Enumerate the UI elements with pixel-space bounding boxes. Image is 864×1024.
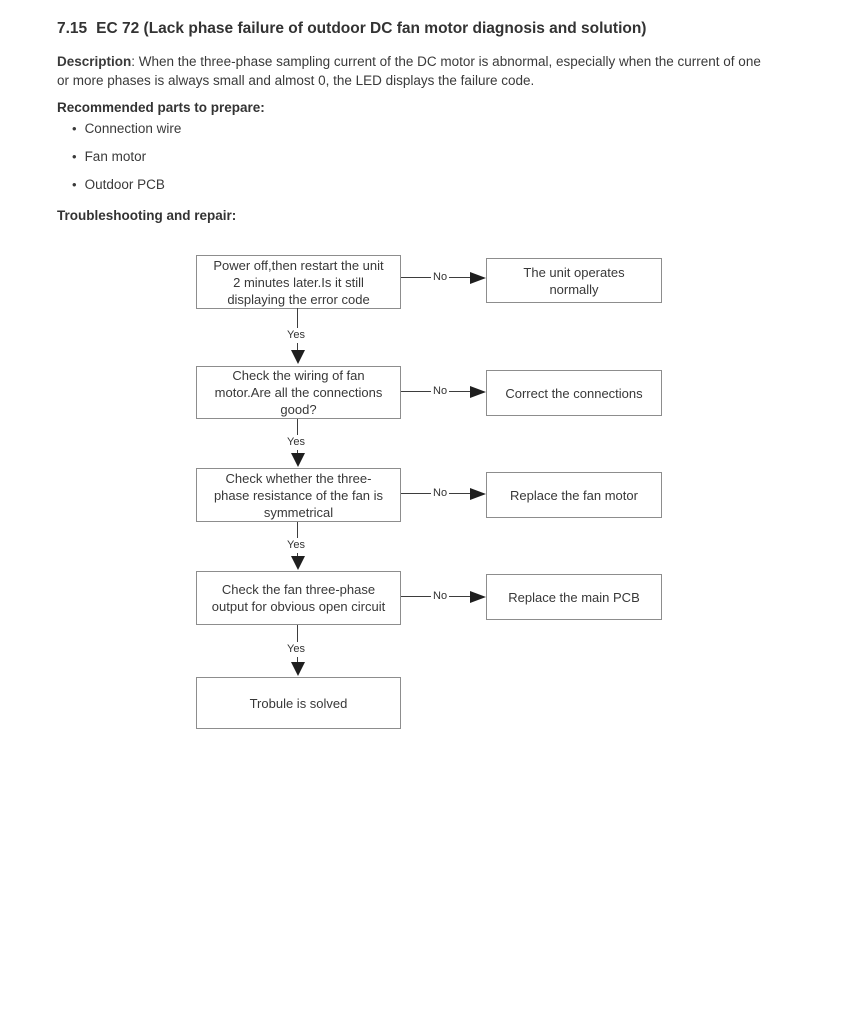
parts-heading: Recommended parts to prepare: (57, 100, 265, 115)
parts-list: • Connection wire • Fan motor • Outdoor … (72, 121, 181, 205)
arrow-down-icon (291, 453, 305, 467)
flow-step-check-output: Check the fan three-phase output for obv… (196, 571, 401, 625)
part-label: Fan motor (84, 149, 147, 164)
flow-line: The unit operates (523, 264, 625, 280)
flow-line: Replace the main PCB (508, 589, 640, 605)
list-item: • Fan motor (72, 149, 181, 164)
flow-step-text: Check the wiring of fan motor.Are all th… (215, 367, 383, 418)
arrow-right-icon (470, 386, 486, 398)
flow-step-check-wiring: Check the wiring of fan motor.Are all th… (196, 366, 401, 419)
description-label: Description (57, 54, 132, 69)
yes-label: Yes (285, 642, 307, 657)
arrow-down-icon (291, 350, 305, 364)
part-label: Outdoor PCB (84, 177, 165, 192)
no-label: No (431, 270, 450, 285)
flow-outcome-text: The unit operates normally (523, 264, 624, 298)
flow-outcome-text: Replace the main PCB (508, 589, 640, 606)
list-item: • Connection wire (72, 121, 181, 136)
bullet-icon: • (72, 177, 77, 192)
arrow-right-icon (470, 591, 486, 603)
section-title: EC 72 (Lack phase failure of outdoor DC … (96, 20, 647, 37)
bullet-icon: • (72, 121, 77, 136)
flow-line: displaying the error code (227, 291, 370, 307)
flow-step-text: Power off,then restart the unit 2 minute… (213, 257, 383, 308)
troubleshooting-heading: Troubleshooting and repair: (57, 208, 237, 223)
no-label: No (431, 384, 450, 399)
flow-line: Power off,then restart the unit (213, 257, 384, 273)
section-number: 7.15 (57, 20, 88, 37)
no-label: No (431, 486, 450, 501)
flow-line: phase resistance of the fan is (213, 487, 384, 503)
flow-step-solved: Trobule is solved (196, 677, 401, 729)
flow-step-text: Trobule is solved (250, 695, 348, 712)
arrow-down-icon (291, 662, 305, 676)
flow-line: Check the wiring of fan (232, 368, 365, 383)
flow-line: motor.Are all the connections (214, 385, 383, 400)
flow-step-check-resistance: Check whether the three- phase resistanc… (196, 468, 401, 522)
flow-line: normally (549, 281, 599, 297)
description-line2: or more phases is always small and almos… (57, 73, 535, 88)
flow-step-restart: Power off,then restart the unit 2 minute… (196, 255, 401, 309)
flow-outcome-text: Replace the fan motor (510, 487, 638, 504)
flow-line: Trobule is solved (249, 695, 348, 711)
yes-label: Yes (285, 538, 307, 553)
flow-outcome-text: Correct the connections (505, 385, 642, 402)
flow-line: Replace the fan motor (510, 487, 638, 503)
flow-outcome-normal: The unit operates normally (486, 258, 662, 303)
part-label: Connection wire (84, 121, 182, 136)
flow-line: output for obvious open circuit (211, 599, 386, 614)
yes-label: Yes (285, 328, 307, 343)
section-heading: 7.15 EC 72 (Lack phase failure of outdoor… (57, 20, 646, 38)
flow-outcome-replace-main-pcb: Replace the main PCB (486, 574, 662, 620)
flow-line: Check the fan three-phase (221, 582, 376, 597)
arrow-right-icon (470, 272, 486, 284)
no-label: No (431, 589, 450, 604)
flow-line: symmetrical (263, 504, 334, 520)
flow-outcome-correct-connections: Correct the connections (486, 370, 662, 416)
yes-label: Yes (285, 435, 307, 450)
list-item: • Outdoor PCB (72, 177, 181, 192)
flow-step-text: Check the fan three-phase output for obv… (212, 581, 385, 615)
bullet-icon: • (72, 149, 77, 164)
flow-outcome-replace-fan-motor: Replace the fan motor (486, 472, 662, 518)
description-paragraph: Description: When the three-phase sampli… (57, 52, 827, 90)
arrow-down-icon (291, 556, 305, 570)
flow-step-text: Check whether the three- phase resistanc… (214, 470, 383, 521)
flow-line: 2 minutes later.Is it still (233, 274, 364, 290)
description-line1: : When the three-phase sampling current … (131, 54, 761, 69)
flow-line: Correct the connections (505, 385, 643, 401)
flow-line: good? (280, 402, 317, 417)
flow-line: Check whether the three- (225, 470, 372, 486)
arrow-right-icon (470, 488, 486, 500)
